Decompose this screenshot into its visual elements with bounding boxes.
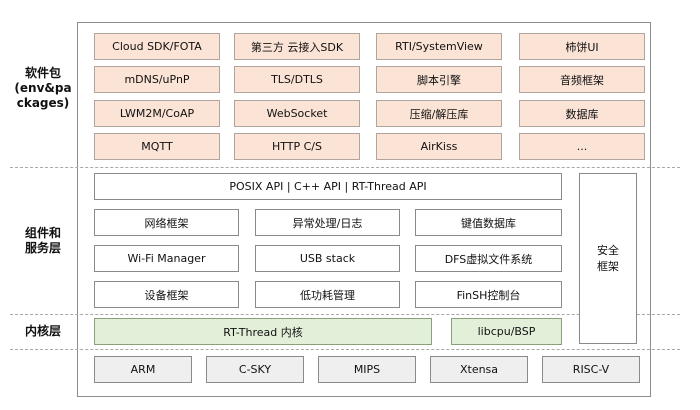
package-box: AirKiss: [376, 133, 502, 160]
layer-label-services-text: 组件和 服务层: [24, 226, 61, 255]
layer-divider-kernel: [10, 349, 680, 350]
package-box: 柿饼UI: [519, 33, 645, 60]
service-box: 低功耗管理: [255, 281, 400, 308]
layer-divider-packages: [10, 167, 680, 168]
package-box: WebSocket: [234, 100, 360, 127]
service-box: 网络框架: [94, 209, 239, 236]
service-box: USB stack: [255, 245, 400, 272]
package-box: RTI/SystemView: [376, 33, 502, 60]
kernel-core-box: RT-Thread 内核: [94, 318, 432, 345]
security-framework-box: 安全 框架: [579, 173, 637, 344]
arch-box: MIPS: [318, 356, 416, 383]
layer-label-kernel-text: 内核层: [24, 324, 61, 338]
package-box: 数据库: [519, 100, 645, 127]
arch-box: RISC-V: [542, 356, 640, 383]
service-box: 异常处理/日志: [255, 209, 400, 236]
service-box: DFS虚拟文件系统: [415, 245, 562, 272]
layer-divider-services: [10, 314, 680, 315]
arch-box: ARM: [94, 356, 192, 383]
package-box: HTTP C/S: [234, 133, 360, 160]
package-box: TLS/DTLS: [234, 66, 360, 93]
layer-label-packages-text: 软件包 (env&pa ckages): [14, 66, 72, 110]
arch-box: C-SKY: [206, 356, 304, 383]
package-box: 压缩/解压库: [376, 100, 502, 127]
service-box: FinSH控制台: [415, 281, 562, 308]
layer-label-kernel: 内核层: [10, 324, 76, 339]
package-box: 音频框架: [519, 66, 645, 93]
package-box: LWM2M/CoAP: [94, 100, 220, 127]
security-framework-label: 安全 框架: [597, 243, 619, 273]
service-box: 键值数据库: [415, 209, 562, 236]
layer-label-services: 组件和 服务层: [10, 226, 76, 256]
layer-label-packages: 软件包 (env&pa ckages): [10, 66, 76, 111]
service-box: Wi-Fi Manager: [94, 245, 239, 272]
api-bar: POSIX API | C++ API | RT-Thread API: [94, 173, 562, 200]
package-box: 脚本引擎: [376, 66, 502, 93]
package-box: ...: [519, 133, 645, 160]
service-box: 设备框架: [94, 281, 239, 308]
package-box: Cloud SDK/FOTA: [94, 33, 220, 60]
libcpu-bsp-box: libcpu/BSP: [451, 318, 562, 345]
package-box: 第三方 云接入SDK: [234, 33, 360, 60]
arch-box: Xtensa: [430, 356, 528, 383]
package-box: MQTT: [94, 133, 220, 160]
package-box: mDNS/uPnP: [94, 66, 220, 93]
